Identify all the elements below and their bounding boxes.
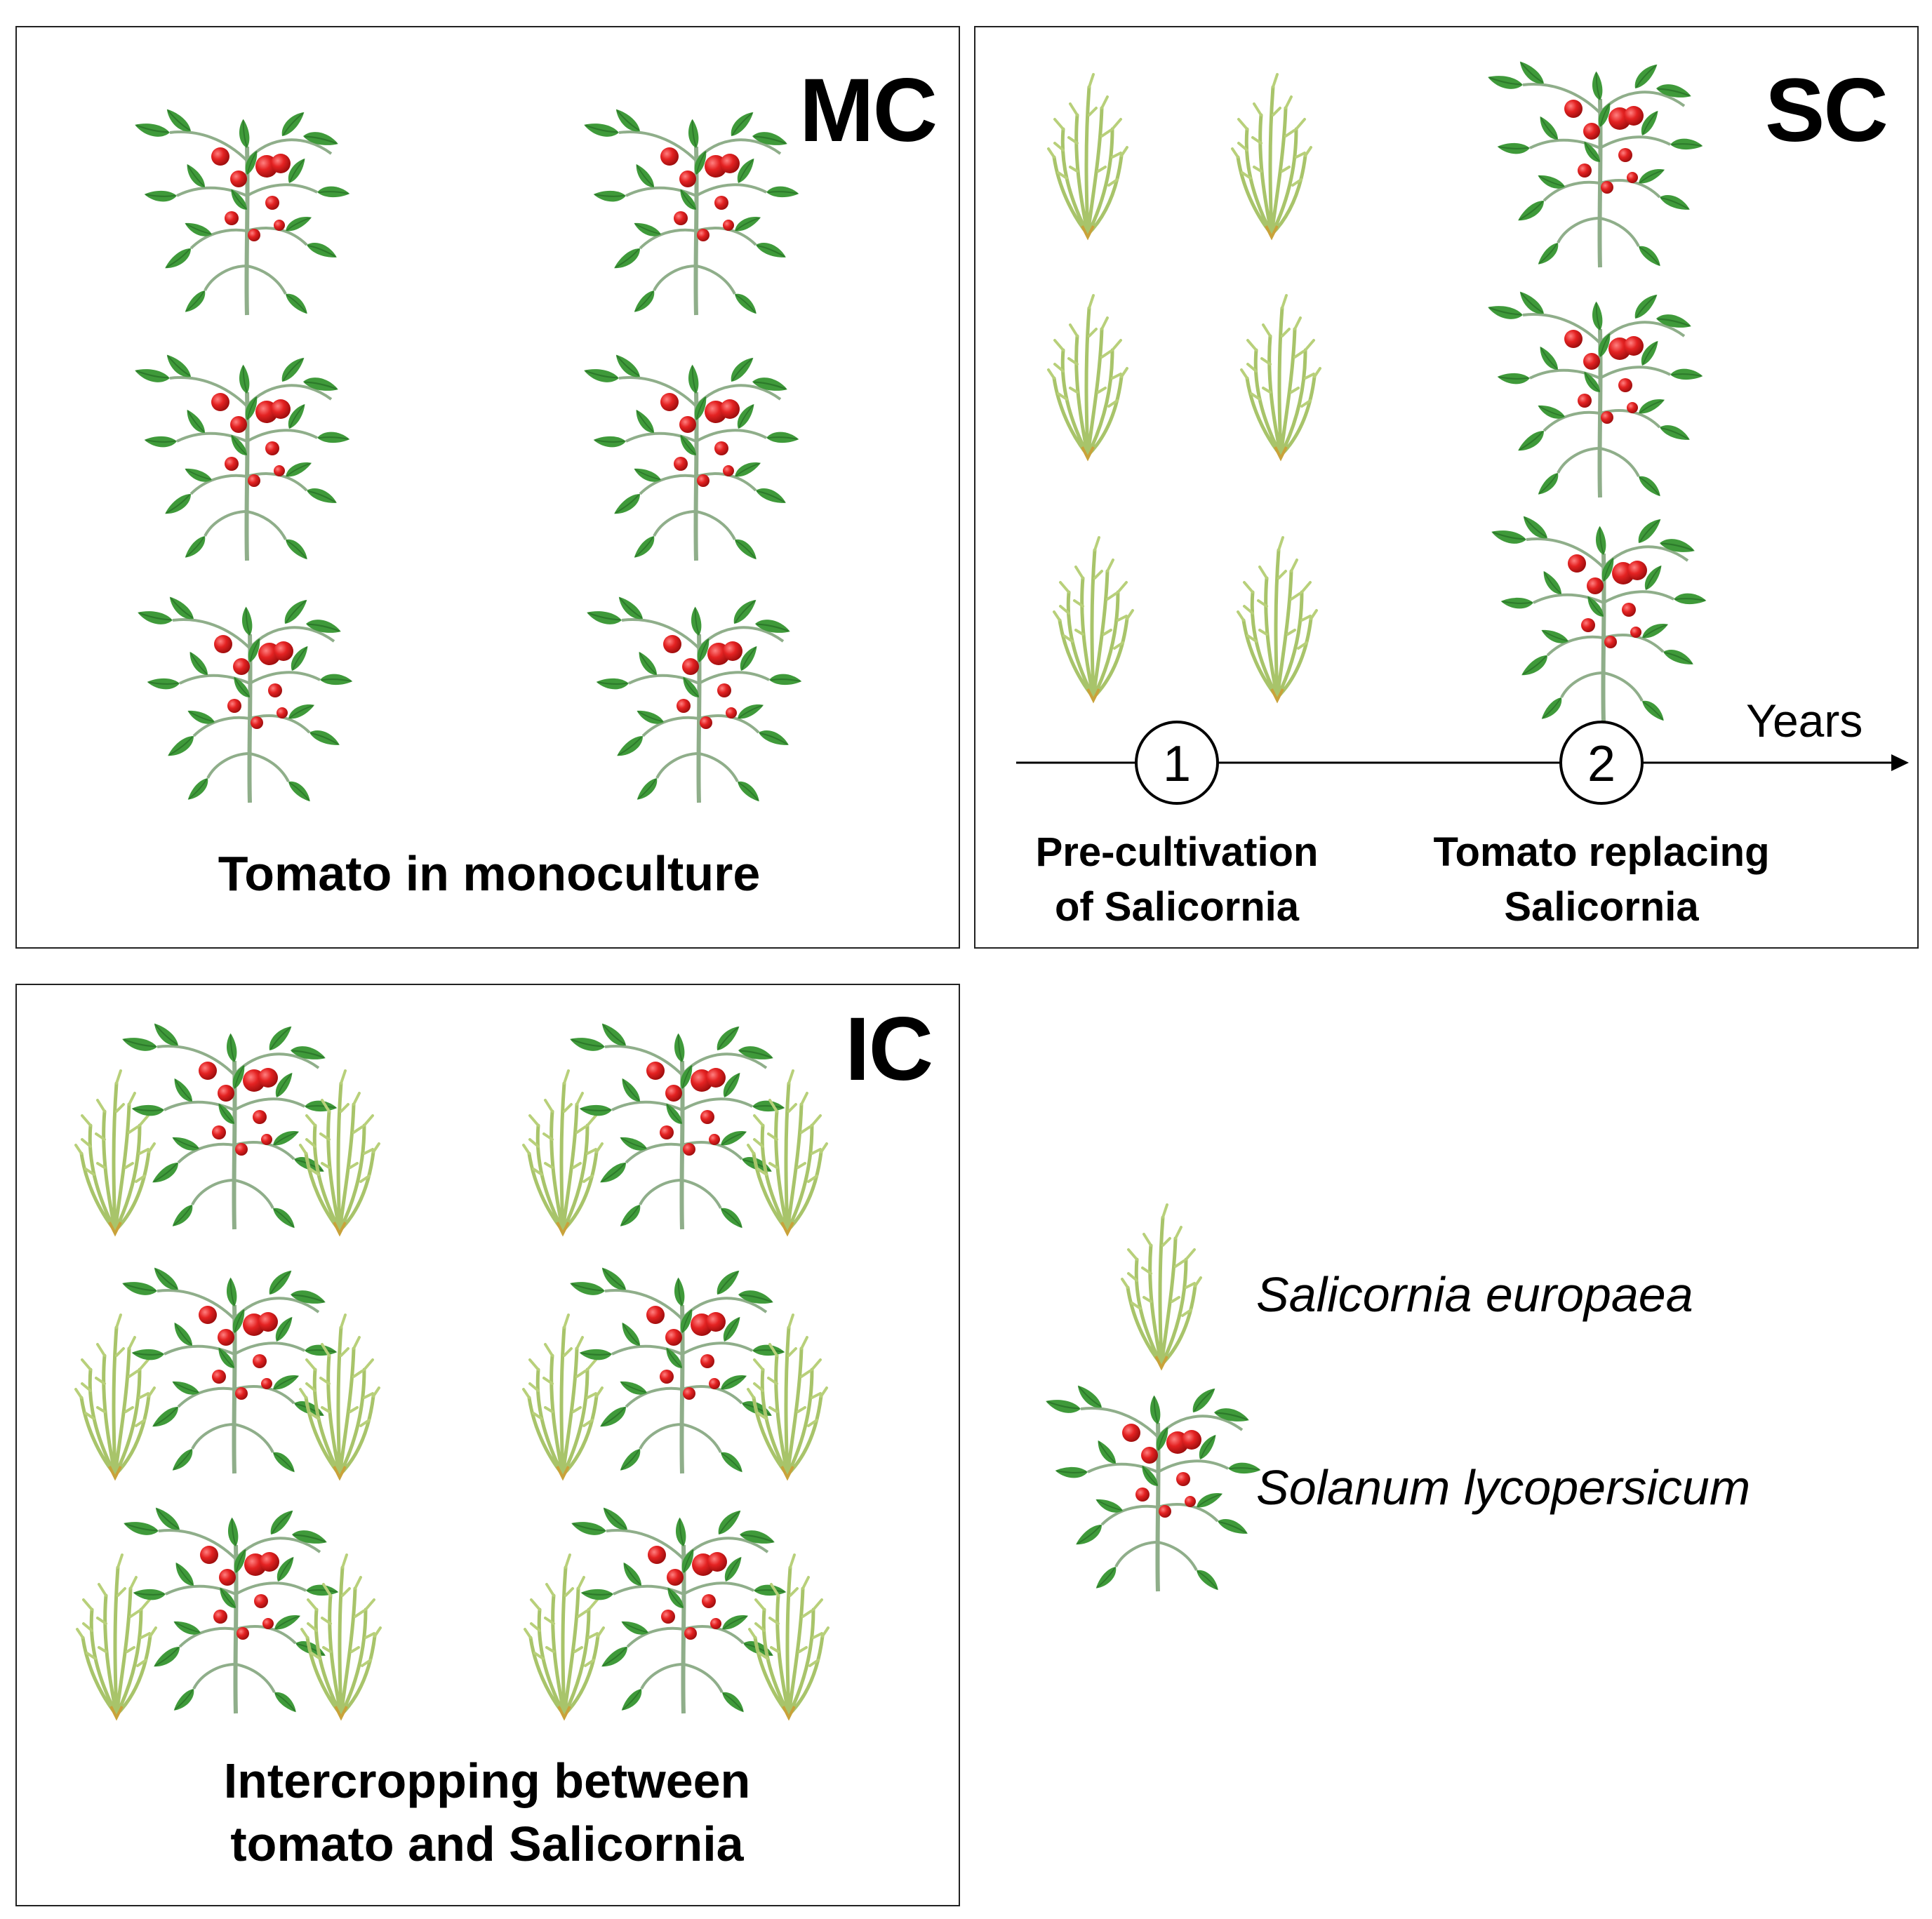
step-label-1: Pre-cultivation of Salicornia: [1035, 829, 1319, 930]
caption-intercropping: Intercropping between tomato and Salicor…: [17, 1750, 957, 1875]
tomato-plant-icon: [142, 350, 352, 561]
tomato-plant-icon: [142, 105, 352, 315]
panel-code-ic: IC: [845, 999, 933, 1099]
tomato-plant-icon: [591, 105, 801, 315]
tomato-plant-icon: [145, 592, 355, 803]
caption-monoculture: Tomato in monoculture: [218, 846, 761, 901]
panel-code-sc: SC: [1765, 60, 1888, 161]
legend-salicornia-icon: [1119, 1196, 1204, 1372]
salicornia-plant-icon: [298, 1306, 382, 1482]
panel-intercropping: IC Intercropping between tomato and Sali…: [15, 984, 960, 1906]
step-marker-2: [1559, 721, 1644, 805]
salicornia-plant-icon: [747, 1546, 831, 1722]
timeline-axis: 1 2: [1016, 721, 1909, 805]
salicornia-plant-icon: [745, 1062, 830, 1238]
salicornia-plant-icon: [298, 1062, 382, 1238]
tomato-plant-icon: [591, 350, 801, 561]
panel-sequential-cropping: SC 1 2 Years Pre-cultivation of Salicorn…: [974, 26, 1919, 949]
step-label-2: Tomato replacing Salicornia: [1433, 829, 1770, 930]
salicornia-plant-icon: [299, 1546, 383, 1722]
legend-label-tomato: Solanum lycopersicum: [1256, 1460, 1751, 1515]
caption-intercropping-line-1: Intercropping between: [223, 1753, 751, 1808]
step-marker-1: [1135, 721, 1219, 805]
axis-label-years: Years: [1746, 695, 1863, 747]
tomato-plant-icon: [594, 592, 804, 803]
step-number-1: 1: [1163, 736, 1191, 792]
panel-monoculture: MC Tomato in monoculture: [15, 26, 960, 949]
salicornia-plant-icon: [745, 1306, 830, 1482]
panel-code-mc: MC: [799, 60, 938, 161]
step-number-2: 2: [1587, 736, 1615, 792]
legend-tomato-icon: [1053, 1381, 1263, 1591]
legend-label-salicornia: Salicornia europaea: [1256, 1267, 1693, 1322]
caption-intercropping-line-2: tomato and Salicornia: [230, 1816, 744, 1871]
